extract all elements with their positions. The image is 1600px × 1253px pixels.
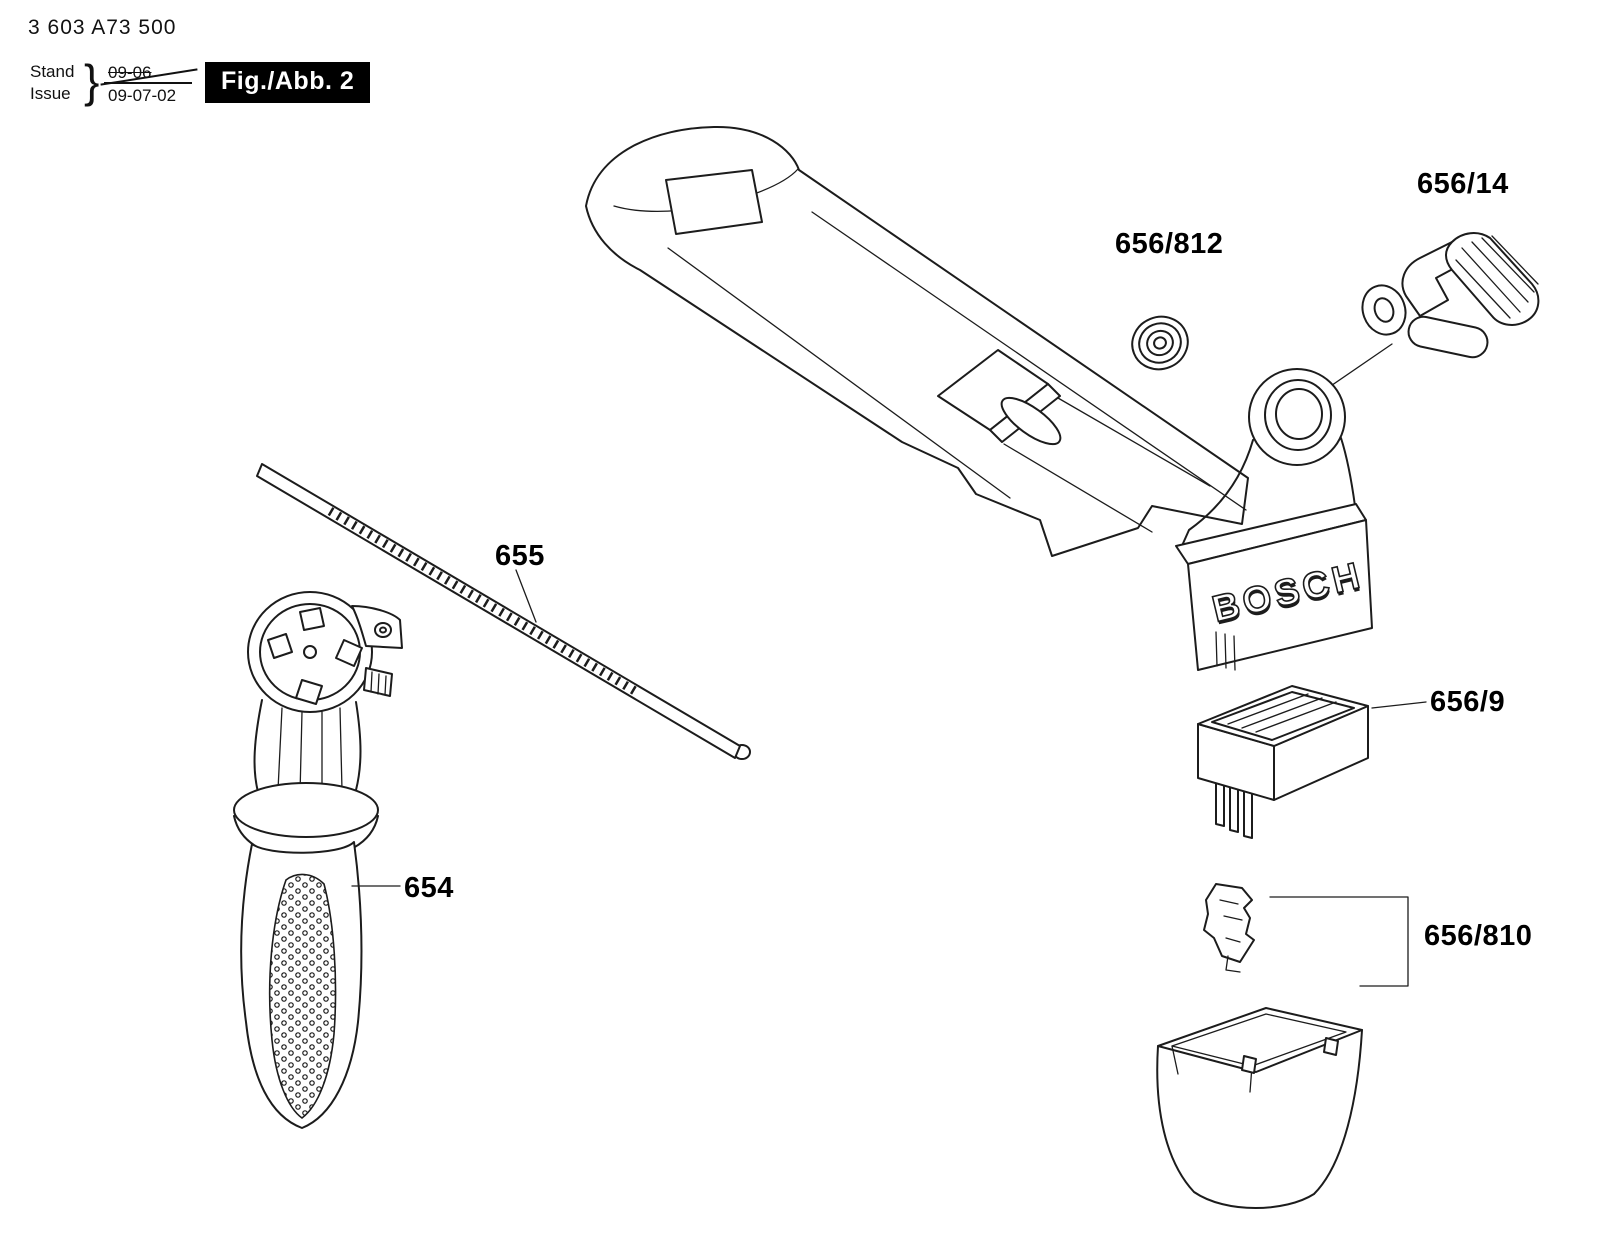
leader-lines bbox=[351, 569, 1427, 987]
brace-glyph: } bbox=[84, 55, 100, 107]
separator-line bbox=[104, 82, 192, 84]
part-ref-656-9: 656/9 bbox=[1430, 686, 1506, 718]
issue-label: Issue bbox=[30, 84, 71, 103]
part-ref-656-812: 656/812 bbox=[1115, 228, 1224, 260]
part-cup-656-810 bbox=[1156, 1007, 1363, 1209]
part-ref-656-810: 656/810 bbox=[1424, 920, 1533, 952]
part-ref-655: 655 bbox=[495, 540, 545, 572]
figure-badge: Fig./Abb. 2 bbox=[205, 62, 371, 103]
stand-label: Stand bbox=[30, 62, 75, 81]
part-ref-654: 654 bbox=[404, 872, 454, 904]
part-washer-656-812 bbox=[1131, 315, 1189, 371]
part-rod-655 bbox=[256, 463, 751, 760]
part-clip-656-810 bbox=[1203, 883, 1255, 973]
part-ref-656-14: 656/14 bbox=[1417, 168, 1509, 200]
grip-dot-texture bbox=[268, 873, 337, 1119]
part-insert-656-9 bbox=[1197, 685, 1369, 839]
document-part-number: 3 603 A73 500 bbox=[28, 16, 177, 39]
issue-value: 09-07-02 bbox=[108, 86, 177, 105]
part-clamp-656-14 bbox=[1321, 232, 1540, 393]
part-handle-654 bbox=[233, 591, 403, 1129]
part-pivot-arm: BOSCH BOSCH bbox=[1175, 368, 1373, 671]
part-rail-body bbox=[585, 125, 1249, 557]
